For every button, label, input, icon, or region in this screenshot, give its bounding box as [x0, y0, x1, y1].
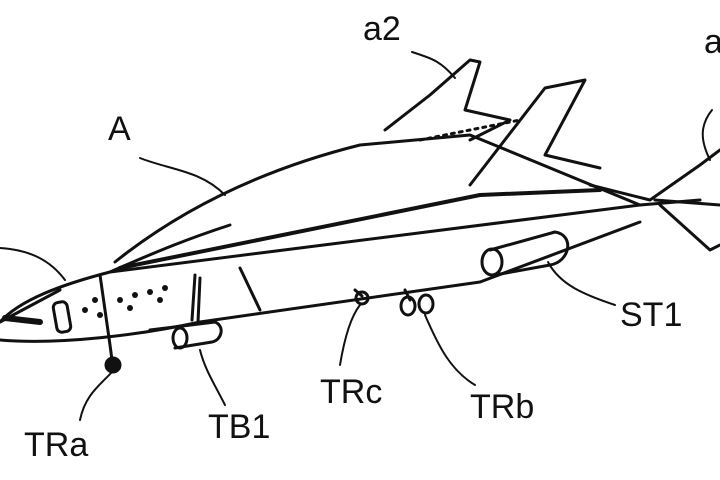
label-a-partial: a — [704, 23, 720, 61]
label-TRc: TRc — [320, 373, 383, 411]
label-TB1: TB1 — [208, 408, 271, 446]
upper-body — [113, 133, 642, 264]
label-ST1: ST1 — [620, 296, 683, 334]
door — [51, 300, 73, 334]
label-TRa: TRa — [24, 426, 89, 464]
wing-line — [118, 188, 602, 270]
vertical-tail — [468, 78, 602, 187]
windows — [82, 285, 168, 318]
leader-ST1 — [547, 261, 616, 306]
leader-TRa — [79, 371, 113, 421]
leader-TRc — [339, 304, 361, 366]
leader-TB1 — [199, 349, 226, 406]
leader-a — [701, 109, 713, 161]
tail-fin-a2 — [383, 58, 512, 142]
fuselage-section-line — [190, 266, 262, 324]
leader-TRb — [424, 314, 476, 386]
leader-A — [139, 157, 226, 196]
label-a2: a2 — [363, 10, 401, 48]
right-stabilizer — [588, 148, 720, 252]
wing-dotted — [418, 118, 522, 142]
engine-st1 — [488, 230, 570, 277]
engine-tb1 — [148, 320, 223, 350]
label-TRb: TRb — [470, 388, 535, 426]
leader-a2 — [411, 51, 456, 79]
leader-left — [0, 247, 66, 281]
label-A: A — [108, 110, 131, 148]
nose-window — [2, 315, 43, 325]
